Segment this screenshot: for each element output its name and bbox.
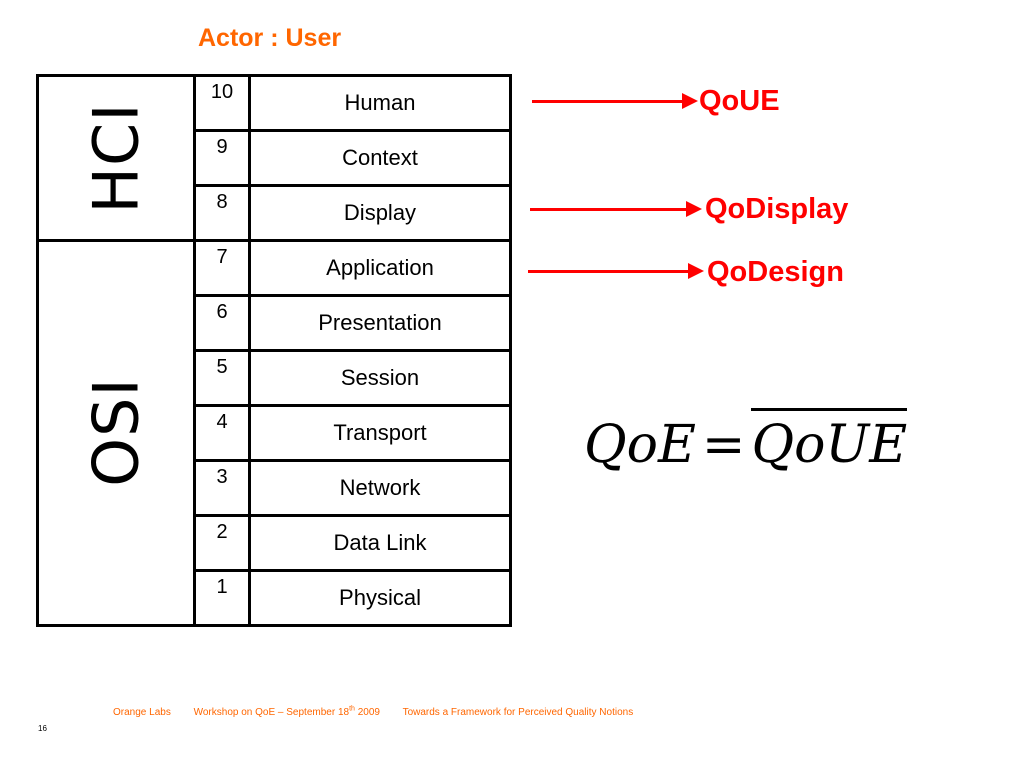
layer-number: 3 (193, 459, 251, 517)
footer-talk: Towards a Framework for Perceived Qualit… (402, 707, 634, 719)
layer-row-2: 2 Data Link (193, 514, 512, 572)
arrow-to-qodisplay (530, 201, 702, 217)
layer-name: Transport (248, 404, 512, 462)
layer-name: Data Link (248, 514, 512, 572)
footer-org: Orange Labs (113, 707, 171, 719)
layer-name: Physical (248, 569, 512, 627)
arrow-to-qodesign (528, 263, 704, 279)
footer-event: Workshop on QoE – September 18th 2009 (193, 706, 380, 719)
quality-label-qodisplay: QoDisplay (705, 193, 849, 225)
group-label-hci: HCI (79, 102, 153, 214)
layer-number: 1 (193, 569, 251, 627)
quality-label-qoue: QoUE (699, 85, 780, 117)
layer-number: 7 (193, 239, 251, 297)
layer-row-6: 6 Presentation (193, 294, 512, 352)
layer-row-7: 7 Application (193, 239, 512, 297)
layer-number: 6 (193, 294, 251, 352)
group-label-osi: OSI (79, 376, 153, 487)
layer-number: 10 (193, 74, 251, 132)
layer-row-8: 8 Display (193, 184, 512, 242)
layer-name: Presentation (248, 294, 512, 352)
layer-number: 2 (193, 514, 251, 572)
page-number: 16 (38, 724, 47, 733)
quality-label-qodesign: QoDesign (707, 256, 844, 288)
layer-number: 4 (193, 404, 251, 462)
layer-number: 5 (193, 349, 251, 407)
formula-rhs-overlined: QoUE (751, 408, 908, 475)
actor-title: Actor : User (198, 24, 342, 52)
layer-name: Application (248, 239, 512, 297)
layer-name: Display (248, 184, 512, 242)
layer-number: 8 (193, 184, 251, 242)
footer-event-prefix: Workshop on QoE – September 18 (193, 707, 350, 719)
layer-name: Context (248, 129, 512, 187)
layer-row-9: 9 Context (193, 129, 512, 187)
layer-name: Network (248, 459, 512, 517)
arrow-to-qoue (532, 93, 698, 109)
group-osi: OSI (36, 239, 196, 627)
layer-name: Human (248, 74, 512, 132)
formula-lhs: QoE (584, 415, 696, 475)
layer-row-5: 5 Session (193, 349, 512, 407)
footer-event-sup: th (349, 706, 355, 713)
layer-name: Session (248, 349, 512, 407)
layer-row-10: 10 Human (193, 74, 512, 132)
layer-row-1: 1 Physical (193, 569, 512, 627)
layer-row-4: 4 Transport (193, 404, 512, 462)
footer-event-suffix: 2009 (354, 707, 380, 719)
qoe-formula: QoE = QoUE (584, 408, 908, 475)
layer-row-3: 3 Network (193, 459, 512, 517)
layer-number: 9 (193, 129, 251, 187)
group-hci: HCI (36, 74, 196, 242)
formula-equals: = (701, 415, 746, 475)
footer: Orange Labs Workshop on QoE – September … (113, 706, 653, 718)
